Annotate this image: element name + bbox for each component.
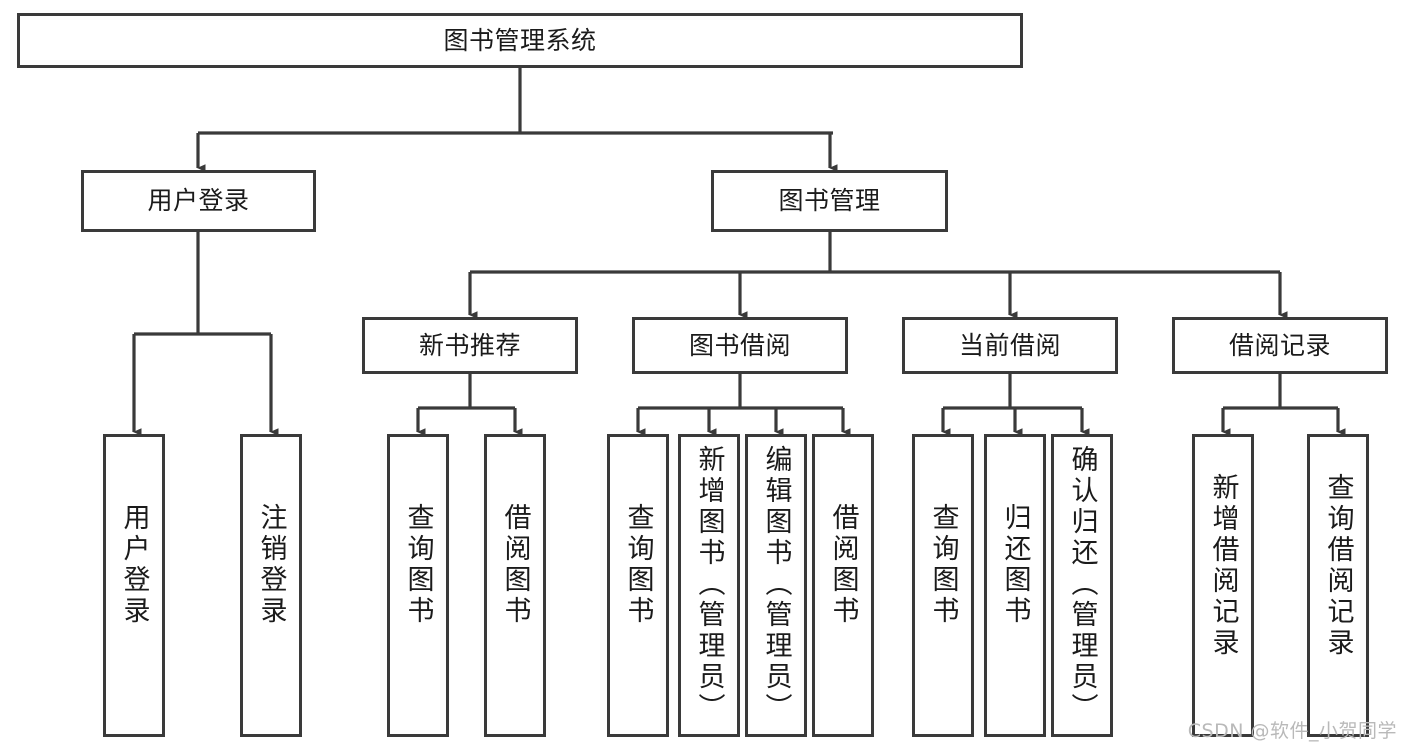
node-leaf-user-login-label: 用户登录 (118, 503, 150, 627)
node-leaf-add-borrow-record[interactable]: 新增借阅记录 (1192, 434, 1254, 737)
node-new-book-recommend[interactable]: 新书推荐 (362, 317, 578, 374)
node-current-borrow-label: 当前借阅 (958, 330, 1061, 360)
node-leaf-add-book-admin-label: 新增图书（管理员） (693, 445, 725, 724)
node-leaf-user-logout-label: 注销登录 (255, 503, 287, 627)
node-leaf-query-book-1-label: 查询图书 (402, 503, 434, 627)
node-leaf-query-borrow-record[interactable]: 查询借阅记录 (1307, 434, 1369, 737)
node-leaf-confirm-return-admin[interactable]: 确认归还（管理员） (1051, 434, 1113, 737)
node-leaf-query-book-2[interactable]: 查询图书 (607, 434, 669, 737)
node-leaf-add-borrow-record-label: 新增借阅记录 (1207, 473, 1239, 659)
node-current-borrow[interactable]: 当前借阅 (902, 317, 1118, 374)
node-leaf-return-book-label: 归还图书 (999, 503, 1031, 627)
node-leaf-borrow-book-1[interactable]: 借阅图书 (484, 434, 546, 737)
node-leaf-borrow-book-2-label: 借阅图书 (827, 503, 859, 627)
node-leaf-query-borrow-record-label: 查询借阅记录 (1322, 473, 1354, 659)
node-book-borrow-label: 图书借阅 (688, 330, 791, 360)
node-book-management[interactable]: 图书管理 (711, 170, 948, 232)
node-new-book-recommend-label: 新书推荐 (418, 330, 521, 360)
node-leaf-add-book-admin[interactable]: 新增图书（管理员） (678, 434, 740, 737)
node-leaf-edit-book-admin[interactable]: 编辑图书（管理员） (745, 434, 807, 737)
node-leaf-confirm-return-admin-label: 确认归还（管理员） (1066, 445, 1098, 724)
node-leaf-return-book[interactable]: 归还图书 (984, 434, 1046, 737)
node-book-management-label: 图书管理 (778, 186, 881, 216)
node-leaf-query-book-1[interactable]: 查询图书 (387, 434, 449, 737)
node-user-login-label: 用户登录 (147, 186, 250, 216)
node-leaf-user-login[interactable]: 用户登录 (103, 434, 165, 737)
node-root[interactable]: 图书管理系统 (17, 13, 1023, 68)
node-root-label: 图书管理系统 (443, 25, 597, 55)
node-book-borrow[interactable]: 图书借阅 (632, 317, 848, 374)
csdn-watermark: CSDN @软件_小贺同学 (1187, 720, 1397, 742)
node-borrow-record-label: 借阅记录 (1228, 330, 1331, 360)
node-user-login[interactable]: 用户登录 (81, 170, 316, 232)
node-leaf-query-book-2-label: 查询图书 (622, 503, 654, 627)
node-leaf-borrow-book-2[interactable]: 借阅图书 (812, 434, 874, 737)
node-leaf-edit-book-admin-label: 编辑图书（管理员） (760, 445, 792, 724)
node-leaf-query-book-3-label: 查询图书 (927, 503, 959, 627)
node-leaf-borrow-book-1-label: 借阅图书 (499, 503, 531, 627)
node-leaf-query-book-3[interactable]: 查询图书 (912, 434, 974, 737)
node-leaf-user-logout[interactable]: 注销登录 (240, 434, 302, 737)
node-borrow-record[interactable]: 借阅记录 (1172, 317, 1388, 374)
